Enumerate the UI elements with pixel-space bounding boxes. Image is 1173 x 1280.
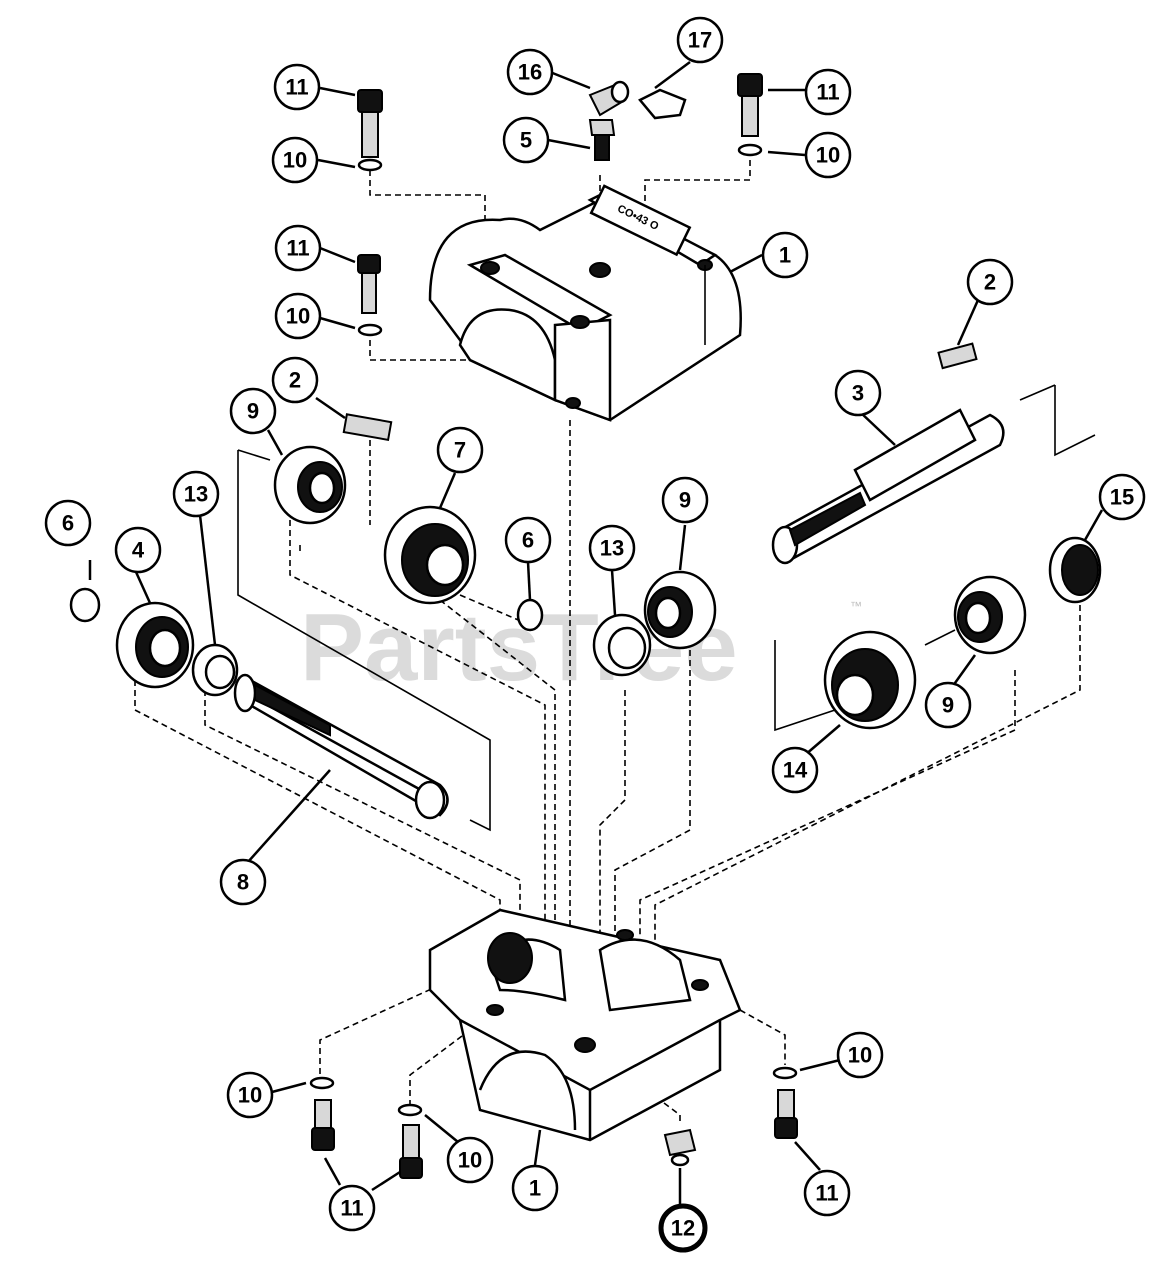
bearing-9-right — [953, 575, 1027, 655]
svg-text:11: 11 — [286, 236, 309, 261]
svg-text:4: 4 — [132, 538, 145, 563]
callout-2-right: 2 — [966, 258, 1014, 306]
svg-text:6: 6 — [62, 511, 74, 536]
callout-11-bottom-right: 11 — [803, 1169, 851, 1217]
svg-text:14: 14 — [783, 758, 808, 783]
lower-gear-housing — [428, 908, 742, 1142]
callout-15: 15 — [1098, 473, 1146, 521]
shaft-8 — [233, 673, 449, 820]
callout-10-mid-left: 10 — [274, 292, 322, 340]
callout-11-mid-left: 11 — [274, 224, 322, 272]
svg-text:3: 3 — [852, 381, 864, 406]
svg-text:12: 12 — [671, 1216, 695, 1241]
callout-9-right: 9 — [924, 681, 972, 729]
svg-text:11: 11 — [285, 75, 308, 100]
callout-2-left: 2 — [271, 356, 319, 404]
callout-9-center: 9 — [661, 476, 709, 524]
callout-10-bottom-right: 10 — [836, 1031, 884, 1079]
svg-text:2: 2 — [289, 368, 301, 393]
svg-text:16: 16 — [518, 60, 542, 85]
svg-text:6: 6 — [522, 528, 534, 553]
callout-13-center: 13 — [588, 524, 636, 572]
callout-7: 7 — [436, 426, 484, 474]
svg-text:13: 13 — [600, 536, 624, 561]
snap-ring-6-center — [516, 598, 544, 632]
cap-screw-top-left — [357, 89, 383, 172]
svg-text:15: 15 — [1110, 485, 1134, 510]
svg-text:10: 10 — [238, 1083, 262, 1108]
callout-13-left: 13 — [172, 470, 220, 518]
callout-10-bottom-middle: 10 — [446, 1136, 494, 1184]
bearing-4 — [115, 601, 195, 689]
callout-1-upper-housing: 1 — [761, 231, 809, 279]
svg-text:10: 10 — [283, 148, 307, 173]
svg-text:9: 9 — [942, 693, 954, 718]
shaft-3 — [771, 408, 1005, 565]
callout-8: 8 — [219, 858, 267, 906]
callout-11-bottom-left: 11 — [328, 1184, 376, 1232]
bearing-9-center — [643, 570, 717, 650]
svg-text:10: 10 — [286, 304, 310, 329]
callout-10-top-left: 10 — [271, 136, 319, 184]
drain-plug-12 — [663, 1128, 697, 1167]
callout-11-top-right: 11 — [804, 68, 852, 116]
svg-text:13: 13 — [184, 482, 208, 507]
callout-5: 5 — [502, 116, 550, 164]
seal-15 — [1048, 536, 1102, 604]
spacer-13-left — [191, 643, 239, 697]
bevel-gear-7 — [383, 505, 477, 605]
leader-lines — [88, 60, 1104, 1205]
bevel-gear-14 — [823, 630, 917, 730]
cap-screw-top-right — [737, 73, 763, 157]
bearing-9-left — [273, 445, 347, 525]
callout-6-center: 6 — [504, 516, 552, 564]
callout-11-top-left: 11 — [273, 63, 321, 111]
callout-4: 4 — [114, 526, 162, 574]
lower-screw-middle — [397, 1103, 423, 1179]
callout-bubbles: 11 10 16 17 5 11 10 11 10 1 2 2 9 3 7 13… — [44, 16, 1146, 1253]
lower-screw-left — [309, 1076, 335, 1151]
callout-10-top-right: 10 — [804, 131, 852, 179]
svg-text:10: 10 — [848, 1043, 872, 1068]
callout-6-left: 6 — [44, 499, 92, 547]
svg-text:11: 11 — [340, 1196, 363, 1221]
lower-screw-right — [772, 1066, 798, 1139]
callout-12: 12 — [658, 1203, 708, 1253]
cap-screw-mid-left — [357, 254, 383, 337]
alignment-lines — [134, 160, 1081, 1125]
svg-text:1: 1 — [779, 243, 791, 268]
callout-14: 14 — [771, 746, 819, 794]
svg-text:9: 9 — [679, 488, 691, 513]
svg-text:8: 8 — [237, 870, 249, 895]
svg-text:1: 1 — [529, 1176, 541, 1201]
key-left — [342, 413, 393, 442]
svg-text:11: 11 — [816, 80, 839, 105]
callout-3: 3 — [834, 369, 882, 417]
svg-text:11: 11 — [815, 1181, 838, 1206]
callout-9-top-left: 9 — [229, 387, 277, 435]
callout-10-bottom-left: 10 — [226, 1071, 274, 1119]
callout-1-lower-housing: 1 — [511, 1164, 559, 1212]
key-right — [937, 342, 978, 370]
svg-text:2: 2 — [984, 270, 996, 295]
callout-16: 16 — [506, 48, 554, 96]
snap-ring-6-left — [69, 587, 101, 623]
svg-text:10: 10 — [816, 143, 840, 168]
watermark-trademark: ™ — [850, 599, 862, 613]
svg-text:9: 9 — [247, 399, 259, 424]
svg-text:5: 5 — [520, 128, 532, 153]
callout-17: 17 — [676, 16, 724, 64]
spacer-13-center — [592, 613, 652, 677]
svg-text:17: 17 — [688, 28, 712, 53]
grease-fitting-assembly — [588, 80, 687, 161]
svg-text:7: 7 — [454, 438, 466, 463]
shaft-outline-boxes — [237, 384, 1096, 832]
upper-gear-housing: CO•43 O — [428, 184, 742, 422]
svg-text:10: 10 — [458, 1148, 482, 1173]
